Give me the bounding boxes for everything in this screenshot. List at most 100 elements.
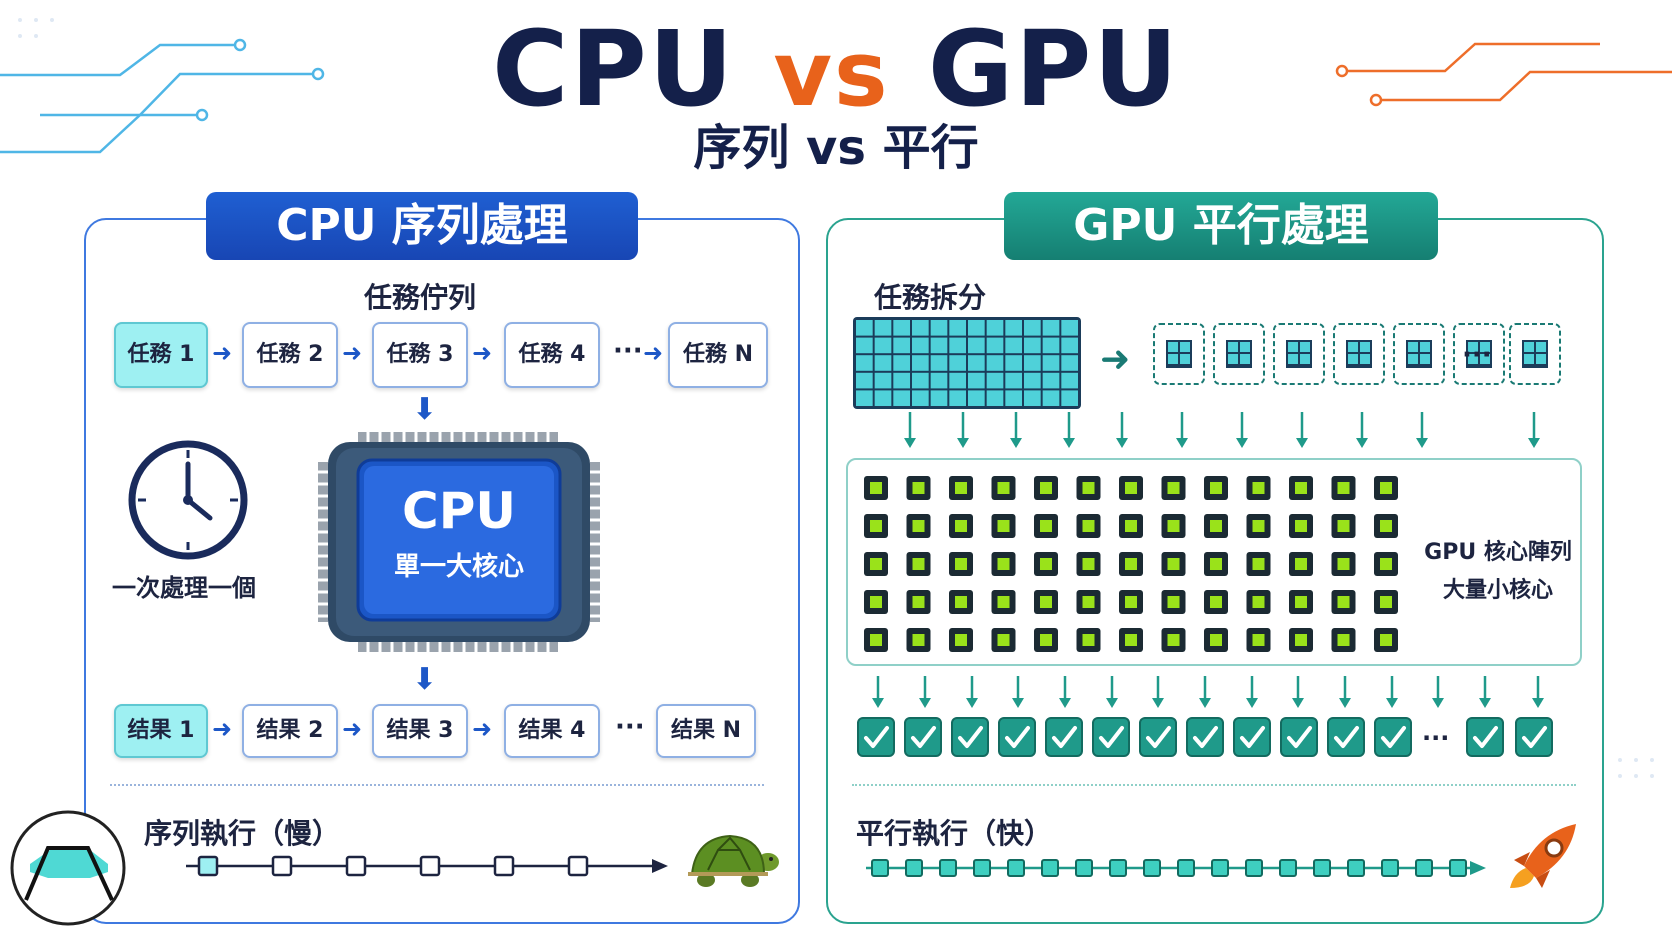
arrow-down-icon [1356,412,1368,448]
arrow-right-icon: ➜ [342,715,363,743]
task-box-4: 任務 4 [504,322,600,388]
check-icon [1092,717,1130,757]
task-cell [1042,372,1060,389]
task-cell [1005,320,1022,336]
timeline-step [1075,859,1093,877]
gpu-core [1034,628,1058,652]
task-cell [912,355,929,371]
gpu-core [1246,590,1271,614]
gpu-core [1204,514,1228,538]
task-cell [968,390,985,406]
gpu-core [1034,552,1058,576]
task-cell [968,337,985,354]
timeline-step [1245,859,1263,877]
gpu-core [1289,476,1313,500]
gpu-core [1289,514,1313,538]
title-cpu: CPU [492,8,736,130]
subtask-block [1273,323,1325,385]
arrow-down-icon [1432,676,1444,708]
check-icon [1139,717,1177,757]
result-box-1: 结果 1 [114,704,208,758]
check-icon [857,717,895,757]
result-box-4: 结果 4 [504,704,600,758]
gpu-core [991,590,1016,614]
arrow-down-icon [966,676,978,708]
task-cell [1005,355,1022,371]
subtitle: 序列 vs 平行 [693,120,979,176]
timeline-step [345,855,367,877]
gpu-core [1119,590,1143,614]
output-arrows [872,676,1544,708]
title-vs: vs [773,22,890,127]
gpu-core [991,476,1016,500]
arrow-down-icon [1292,676,1304,708]
gpu-core [1076,514,1101,538]
timeline-step [973,859,991,877]
gpu-core [1246,476,1271,500]
title-gpu: GPU [927,8,1180,130]
gpu-core [864,552,888,576]
gpu-core [991,552,1016,576]
task-cell [893,320,910,336]
chip-subtitle: 單一大核心 [393,552,524,582]
timeline-step [567,855,589,877]
arrow-down-icon [1339,676,1351,708]
gpu-core [1331,552,1356,576]
check-icon [1515,717,1553,757]
arrow-down-icon [1176,412,1188,448]
check-icon [1233,717,1271,757]
task-cell [912,390,929,406]
gpu-core [1289,590,1313,614]
task-box-3: 任務 3 [372,322,468,388]
check-icon [1186,717,1224,757]
timeline-step [1211,859,1229,877]
arrow-down-icon [1106,676,1118,708]
gpu-core [1331,628,1356,652]
gpu-core [864,590,888,614]
task-cell [874,372,892,389]
gpu-core [949,514,973,538]
timeline-step [1449,859,1467,877]
gpu-core [1119,476,1143,500]
task-cell [930,372,948,389]
task-cell [856,372,873,389]
ellipsis: ··· [615,712,645,742]
gpu-core [1374,514,1398,538]
timeline-step [493,855,515,877]
gpu-core [1161,514,1186,538]
core-array-sublabel: 大量小核心 [1442,578,1553,603]
timeline-step [871,859,889,877]
turtle-icon [688,834,779,887]
gpu-core [991,514,1016,538]
timeline-step [905,859,923,877]
check-icon [1280,717,1318,757]
clock-icon [128,440,248,560]
cpu-timeline [186,855,668,877]
gpu-core [1161,476,1186,500]
timeline-step [1313,859,1331,877]
check-icon [1374,717,1412,757]
task-cell [912,320,929,336]
task-cell [986,390,1004,406]
task-cell [874,320,892,336]
task-cell [874,390,892,406]
timeline-step [1279,859,1297,877]
task-cell [874,337,892,354]
arrow-down-icon [1528,412,1540,448]
divider [110,784,764,786]
gpu-core [906,552,931,576]
timeline-step [1007,859,1025,877]
task-cell [1042,337,1060,354]
task-cell [1061,337,1078,354]
gpu-core [1374,476,1398,500]
ellipsis: ··· [1462,340,1492,370]
task-cell [856,337,873,354]
gpu-core [1289,552,1313,576]
arrow-right-icon: ➜ [342,339,363,367]
task-cell [1061,372,1078,389]
gpu-core [1289,628,1313,652]
arrow-right-icon: ➜ [212,339,233,367]
cpu-chip-icon [318,432,600,652]
clock-label: 一次處理一個 [112,574,256,602]
